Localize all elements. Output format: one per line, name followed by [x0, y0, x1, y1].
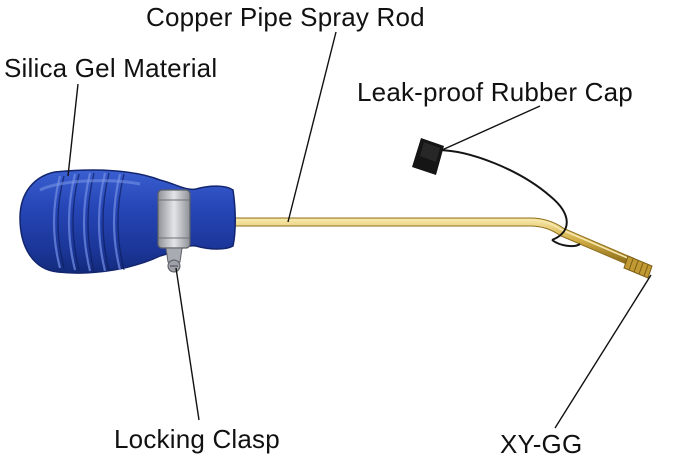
- leader-line-handle: [67, 83, 79, 177]
- leader-line-cap: [441, 105, 541, 151]
- label-copper-pipe-spray-rod: Copper Pipe Spray Rod: [146, 2, 425, 32]
- rubber-cap: [412, 138, 581, 248]
- nozzle-tip: [623, 255, 653, 279]
- handle-grip-rings: [52, 172, 122, 272]
- leader-line-spray-rod: [287, 31, 337, 223]
- leader-lines: [67, 31, 652, 429]
- label-locking-clasp: Locking Clasp: [114, 424, 280, 454]
- copper-spray-rod: [223, 217, 637, 267]
- leader-line-model: [554, 274, 652, 429]
- label-leak-proof-rubber-cap: Leak-proof Rubber Cap: [357, 77, 633, 107]
- label-model-number: XY-GG: [500, 429, 583, 459]
- label-silica-gel-material: Silica Gel Material: [4, 53, 218, 83]
- locking-clasp: [157, 189, 191, 273]
- silica-gel-handle: [19, 169, 236, 274]
- leader-line-clasp: [175, 267, 200, 421]
